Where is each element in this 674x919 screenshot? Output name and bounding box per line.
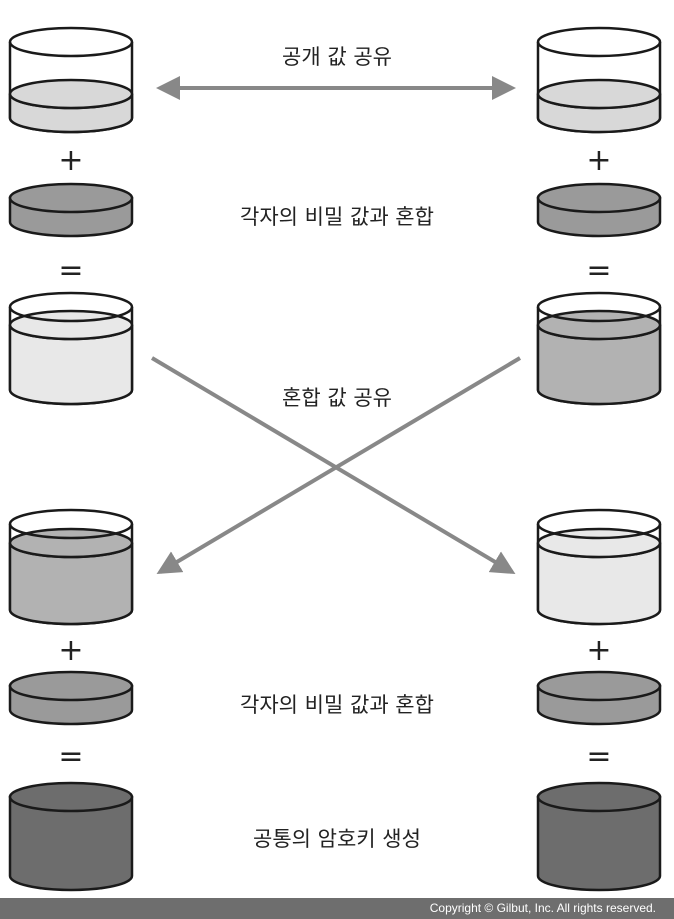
left-equals-bottom: =: [58, 739, 83, 774]
right-shared-key-container: [536, 781, 662, 892]
mix-secret-label-bottom: 각자의 비밀 값과 혼합: [240, 693, 434, 717]
right-received-container: [536, 508, 662, 626]
right-equals-top: =: [586, 253, 611, 288]
right-equals-bottom: =: [586, 739, 611, 774]
left-secret-disc-bottom: [8, 670, 134, 726]
right-secret-disc-bottom: [536, 670, 662, 726]
share-mixed-arrow-left-to-right: [150, 356, 516, 575]
right-plus-top: +: [586, 143, 611, 178]
right-secret-disc-top: [536, 182, 662, 238]
left-secret-disc-top: [8, 182, 134, 238]
left-shared-key-container: [8, 781, 134, 892]
left-plus-bottom: +: [58, 633, 83, 668]
copyright-text: Copyright © Gilbut, Inc. All rights rese…: [429, 901, 656, 915]
right-mixed-container: [536, 291, 662, 406]
shared-key-label: 공통의 암호키 생성: [253, 827, 421, 851]
left-plus-top: +: [58, 143, 83, 178]
share-mixed-label: 혼합 값 공유: [282, 386, 392, 410]
right-plus-bottom: +: [586, 633, 611, 668]
left-mixed-container: [8, 291, 134, 406]
left-equals-top: =: [58, 253, 83, 288]
left-received-container: [8, 508, 134, 626]
copyright-footer: Copyright © Gilbut, Inc. All rights rese…: [0, 898, 674, 919]
left-public-container: [8, 26, 134, 134]
share-mixed-arrow-right-to-left: [156, 356, 522, 575]
diffie-hellman-diagram: 공개 값 공유 + + 각자의 비밀 값과 혼합 = = 혼합 값 공유: [8, 26, 662, 892]
share-public-label: 공개 값 공유: [282, 45, 392, 69]
mix-secret-label-top: 각자의 비밀 값과 혼합: [240, 205, 434, 229]
right-public-container: [536, 26, 662, 134]
